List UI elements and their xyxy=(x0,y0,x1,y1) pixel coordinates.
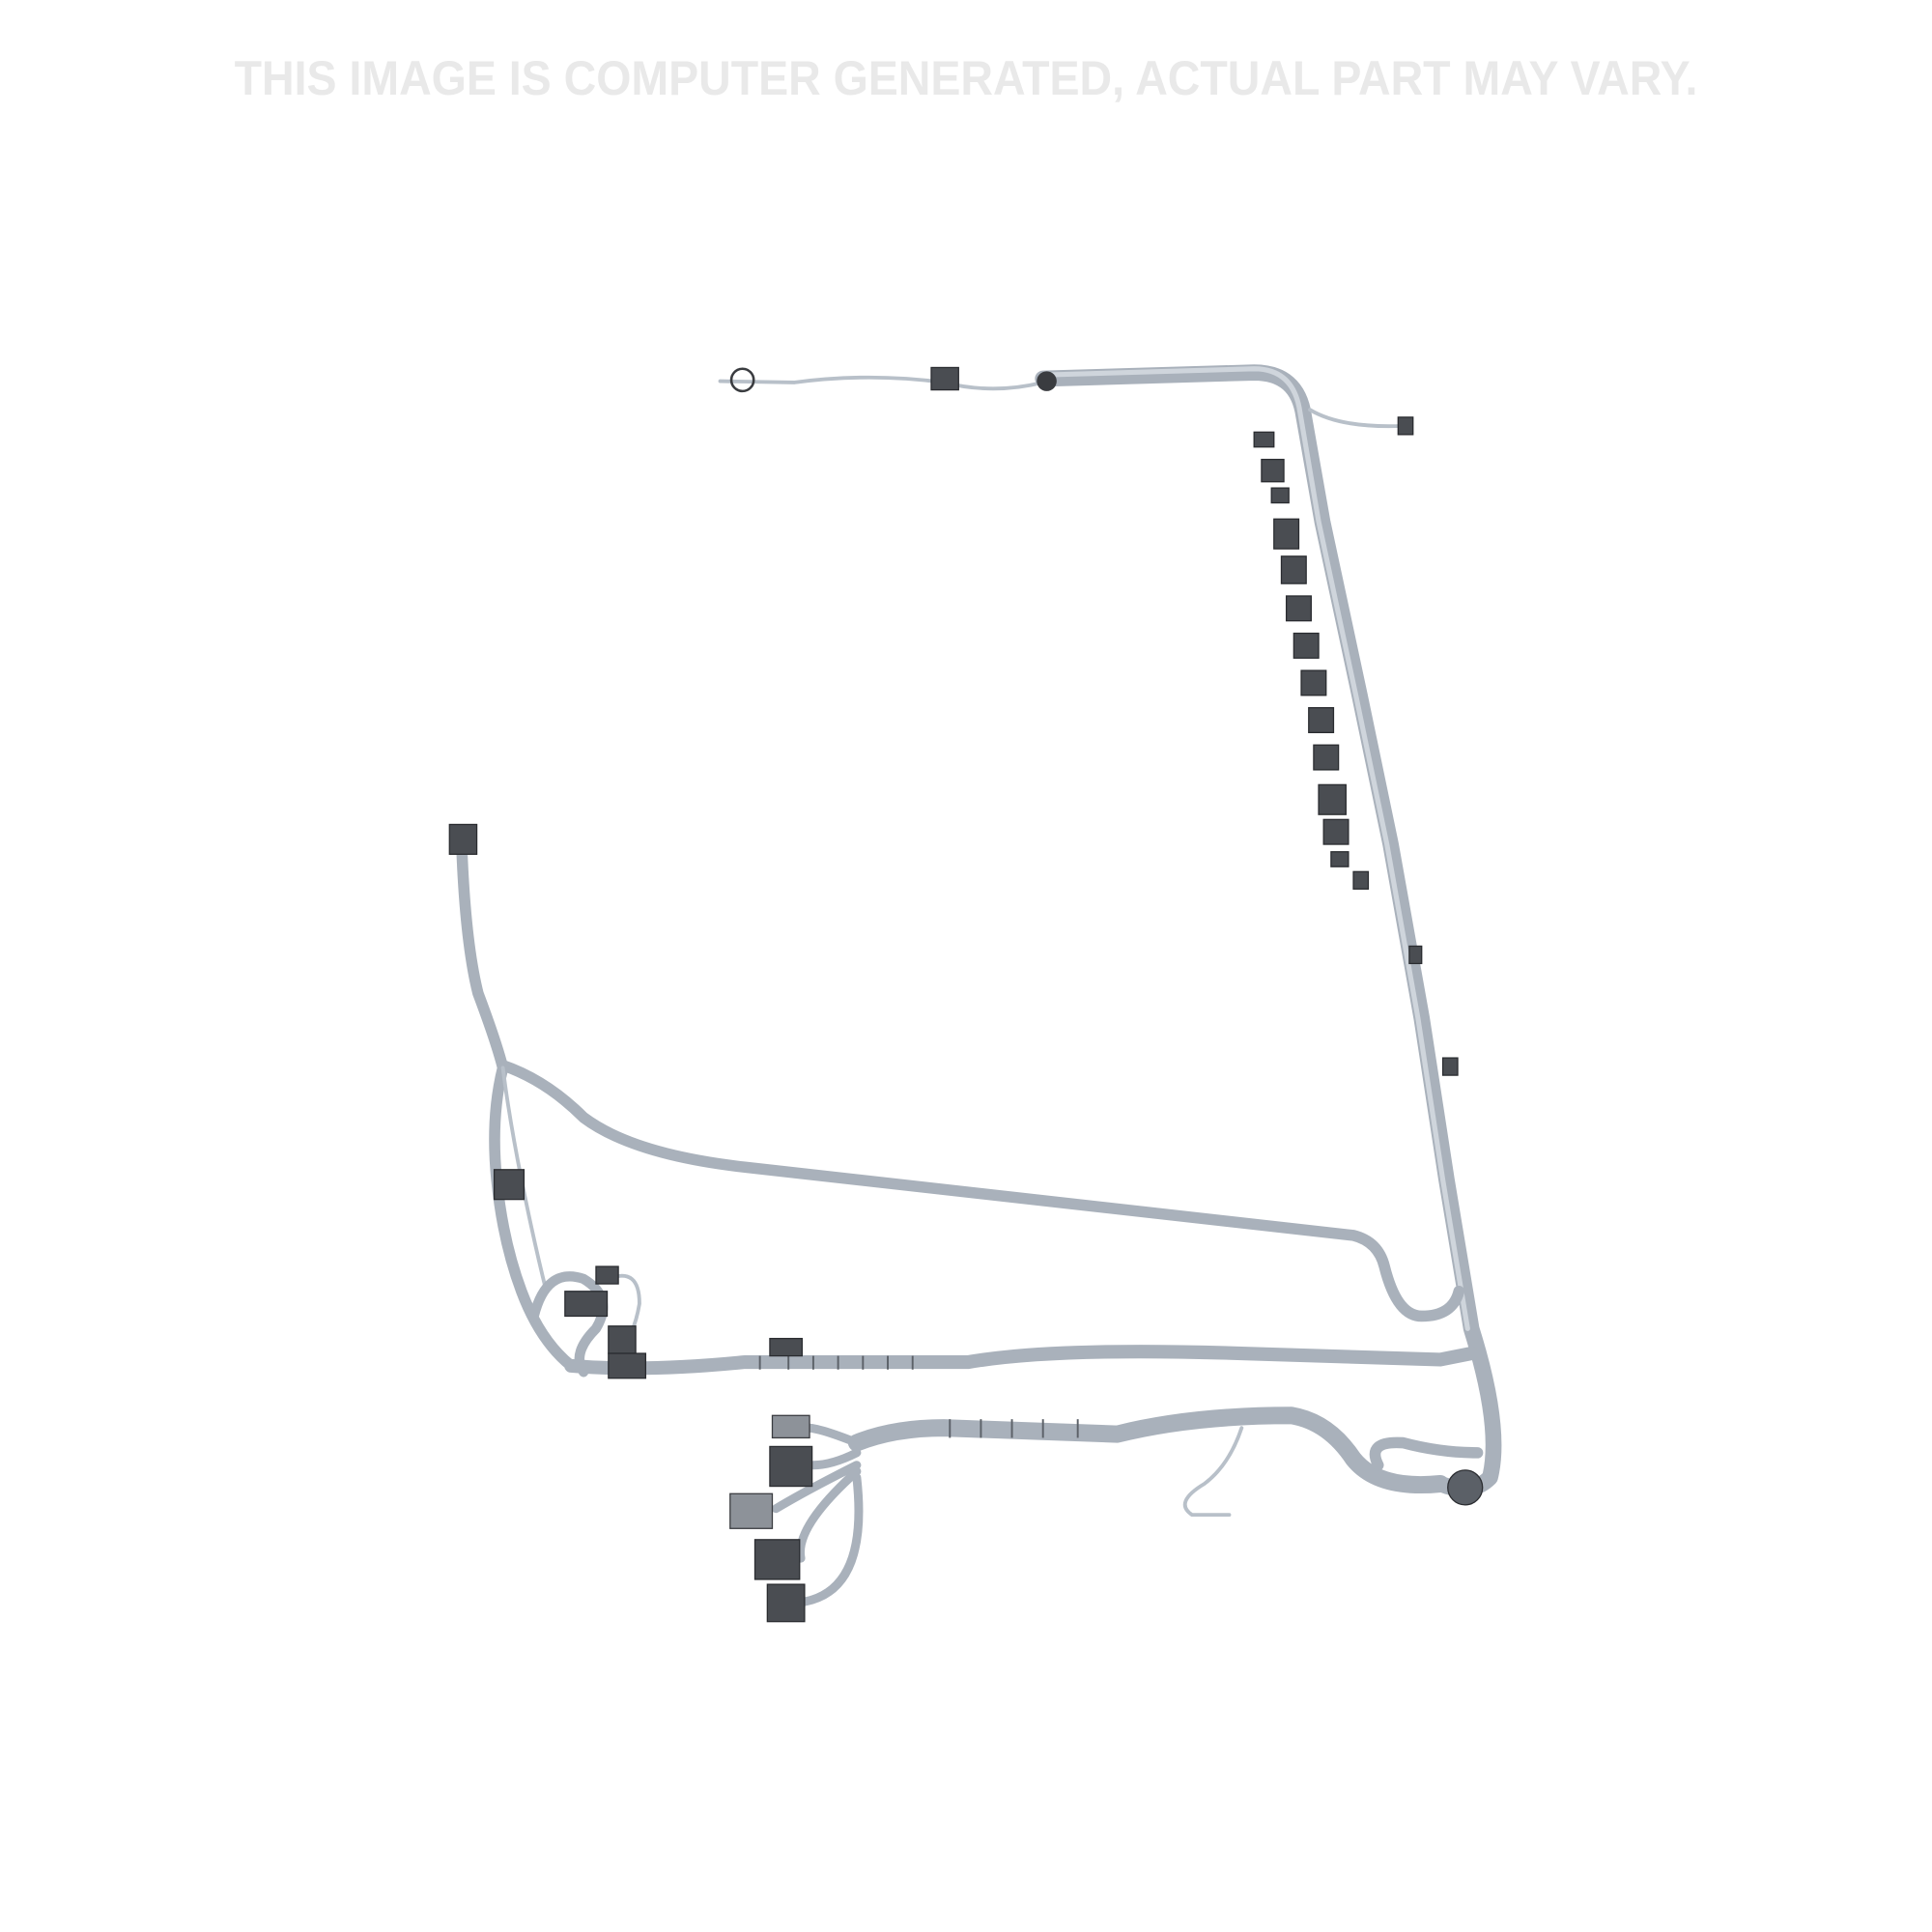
diagonal-branch xyxy=(497,1060,1465,1322)
top-thin-branch xyxy=(718,375,1045,391)
computer-generated-disclaimer: THIS IMAGE IS COMPUTER GENERATED, ACTUAL… xyxy=(234,51,1698,105)
top-right-branch xyxy=(1308,408,1406,429)
left-branch xyxy=(456,844,578,1372)
connector xyxy=(930,366,959,391)
ring-terminal xyxy=(729,367,755,393)
grommet xyxy=(1037,371,1057,391)
harness-cables xyxy=(456,364,1502,1606)
bulkhead-grommet xyxy=(1447,1469,1484,1506)
lower-trunk xyxy=(564,1345,1479,1376)
bottom-branch xyxy=(847,1406,1449,1494)
cable-bands xyxy=(758,1355,1079,1438)
connectors xyxy=(448,366,1484,1623)
connector xyxy=(1397,416,1414,436)
